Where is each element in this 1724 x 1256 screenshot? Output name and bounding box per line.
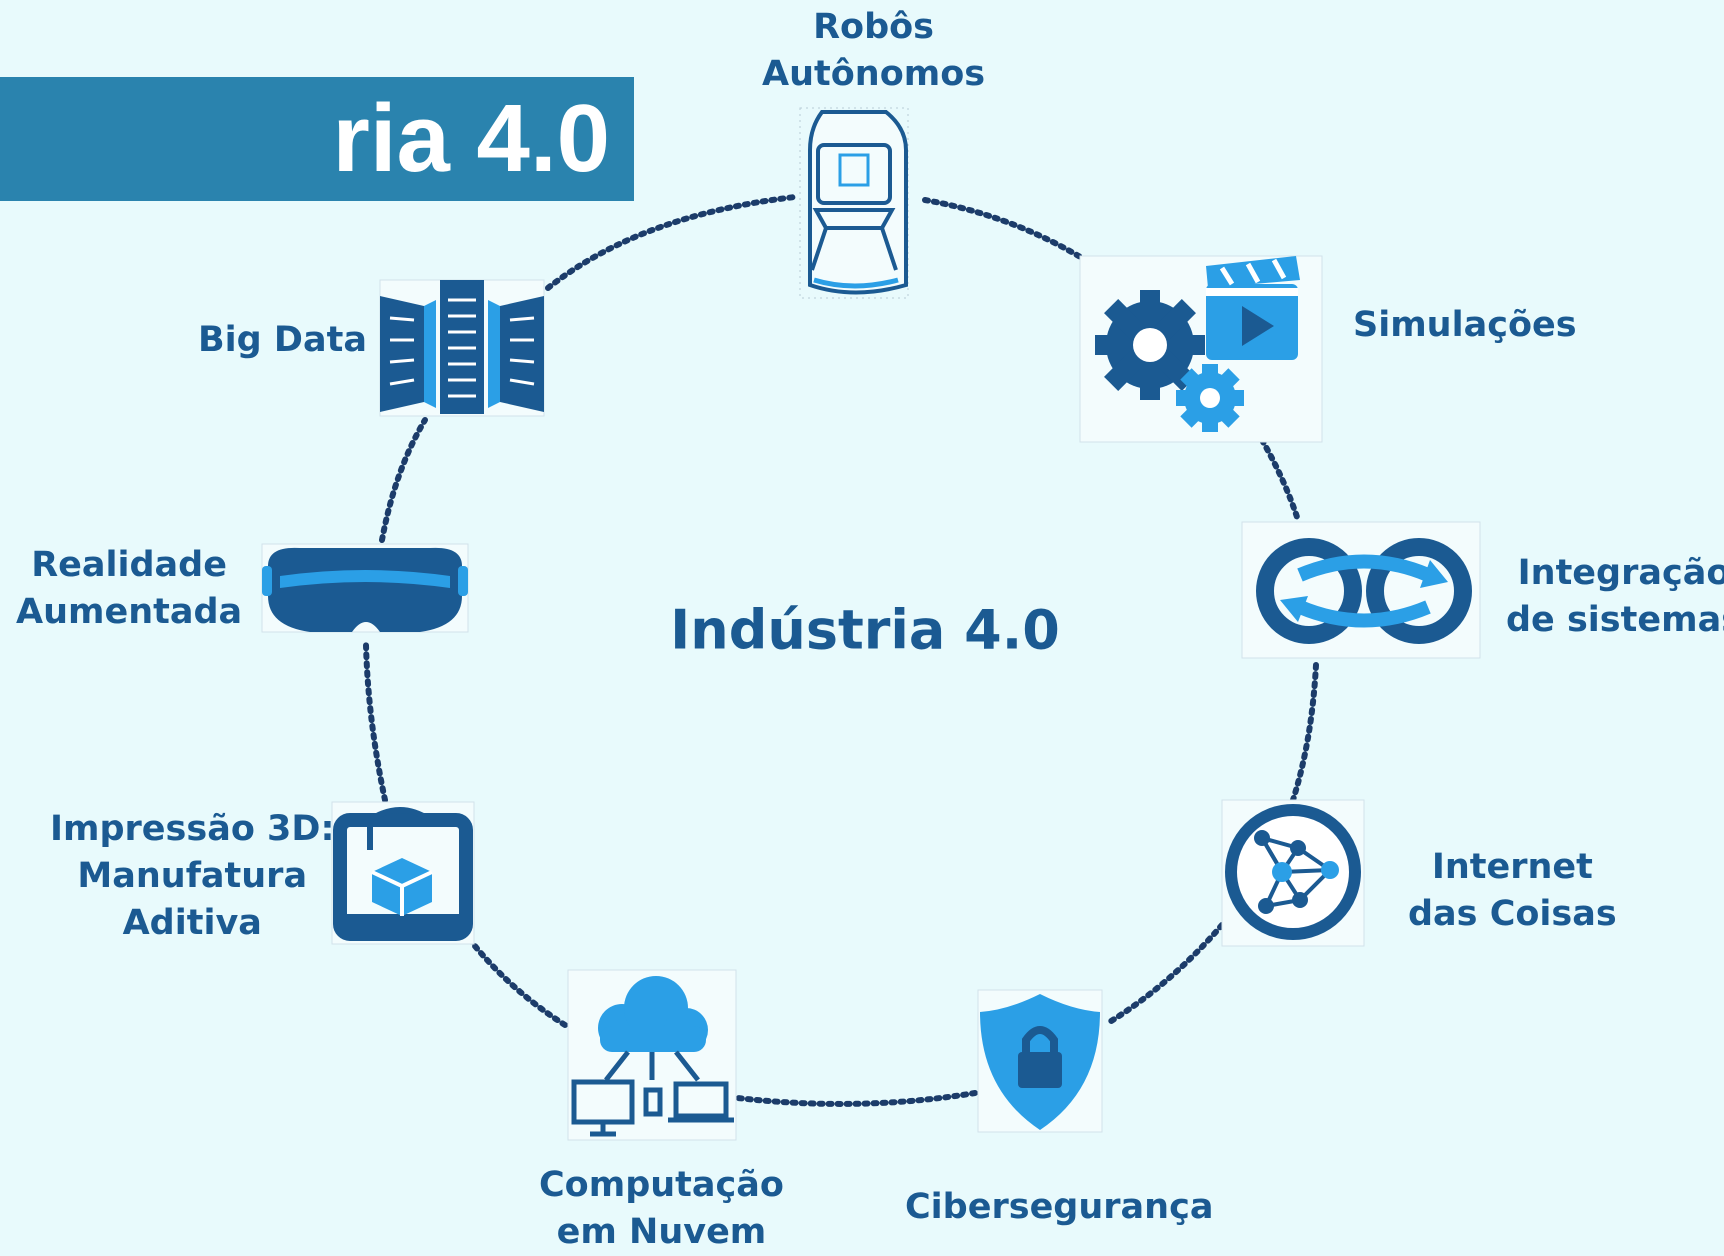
autonomous-car-icon <box>799 107 909 299</box>
center-title: Indústria 4.0 <box>670 598 1060 662</box>
label-integracao-sistemas: Integração de sistemas <box>1506 553 1724 640</box>
cloud-devices-icon <box>567 969 737 1141</box>
shield-lock-icon <box>977 989 1103 1133</box>
label-big-data: Big Data <box>198 320 367 360</box>
label-robos-autonomos: Robôs Autônomos <box>762 7 986 94</box>
network-globe-icon <box>1221 799 1365 947</box>
system-integration-icon <box>1241 521 1481 659</box>
label-internet-das-coisas: Internet das Coisas <box>1408 847 1617 934</box>
vr-headset-icon <box>261 543 469 633</box>
server-racks-icon <box>379 279 545 417</box>
label-realidade-aumentada: Realidade Aumentada <box>16 545 243 632</box>
dotted-ring <box>363 194 1319 1107</box>
3d-printer-icon <box>331 801 475 945</box>
title-banner: ria 4.0 <box>0 77 634 201</box>
label-computacao-nuvem: Computação em Nuvem <box>539 1165 784 1252</box>
label-impressao-3d: Impressão 3D: Manufatura Aditiva <box>50 809 335 943</box>
label-simulacoes: Simulações <box>1353 305 1577 345</box>
gears-video-icon <box>1079 255 1323 443</box>
banner-title: ria 4.0 <box>332 85 610 192</box>
label-ciberseguranca: Cibersegurança <box>905 1187 1214 1227</box>
